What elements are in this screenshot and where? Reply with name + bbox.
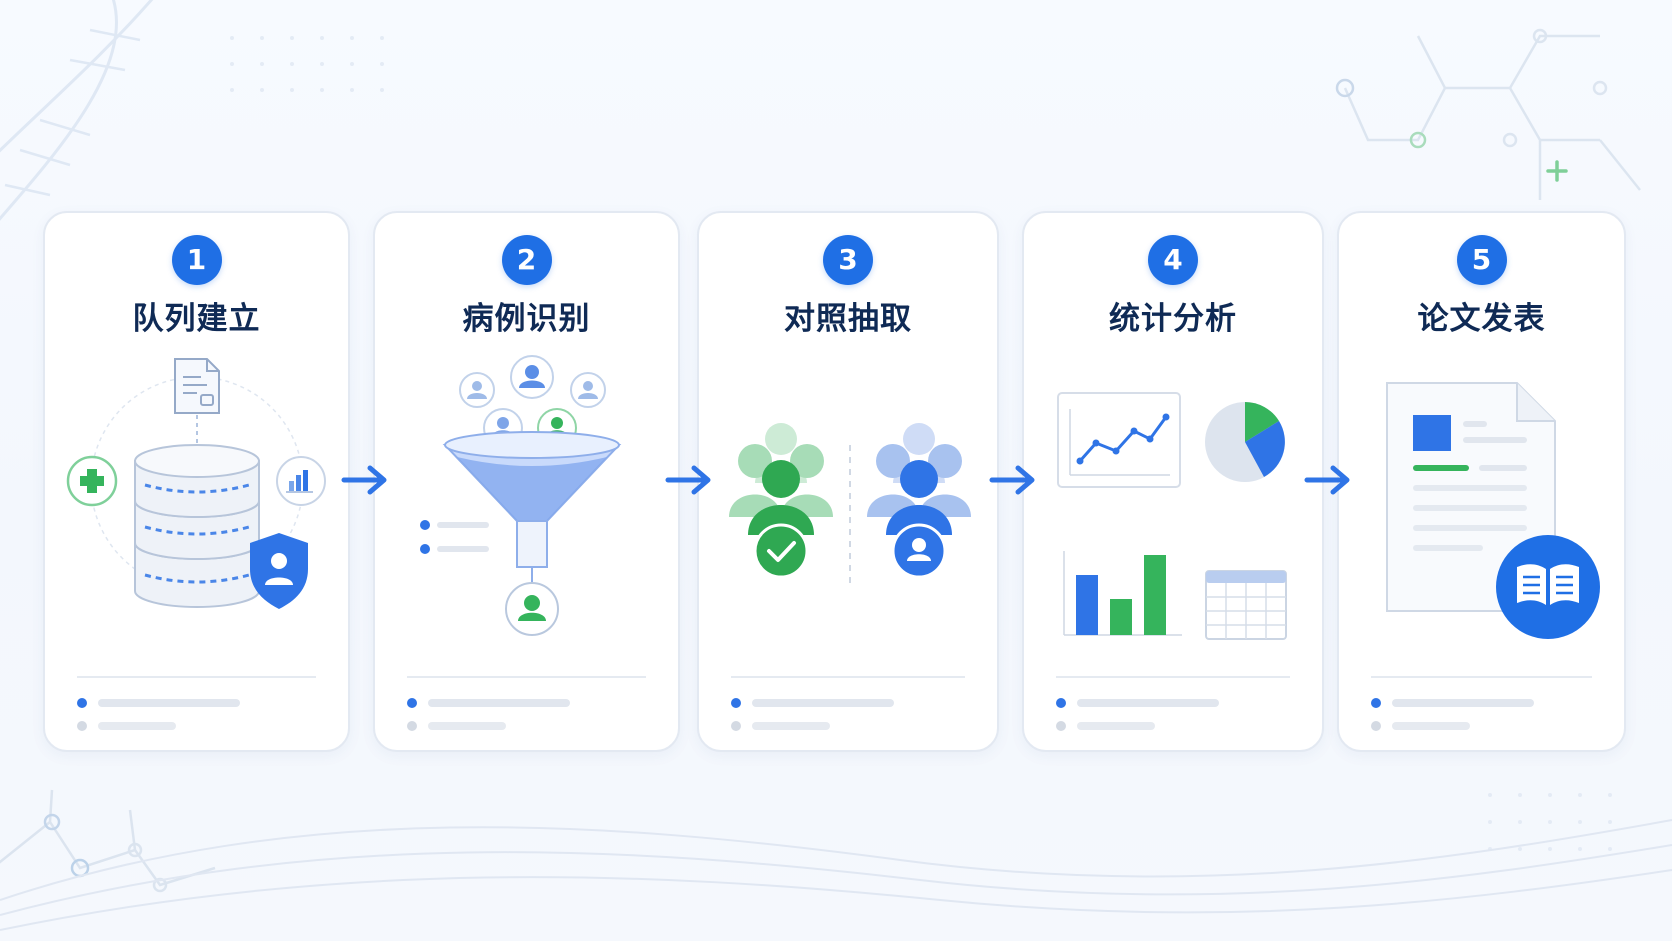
pie-chart-icon xyxy=(1205,402,1285,482)
card-divider xyxy=(731,676,965,678)
step-number-badge: 3 xyxy=(823,235,873,285)
line-chart-icon xyxy=(1057,392,1181,488)
step-number-badge: 1 xyxy=(171,235,222,285)
card-divider xyxy=(407,676,646,678)
step-card-control-sampling: 3 对照抽取 xyxy=(697,211,999,752)
publication-illustration xyxy=(1386,382,1600,639)
step-title: 病例识别 xyxy=(462,301,591,337)
book-icon xyxy=(1496,535,1600,639)
user-icon xyxy=(459,372,495,408)
step-number-badge: 5 xyxy=(1456,235,1507,285)
user-icon xyxy=(891,523,947,579)
statistical-analysis-illustration xyxy=(1057,392,1287,640)
funnel-icon xyxy=(442,431,622,568)
case-group-icon xyxy=(729,423,833,535)
dna-helix-decoration xyxy=(0,0,154,221)
control-group-icon xyxy=(867,423,971,535)
step-title: 对照抽取 xyxy=(784,301,912,337)
wave-decoration xyxy=(0,819,1672,931)
step-title: 统计分析 xyxy=(1109,301,1237,337)
shield-user-icon xyxy=(250,533,308,609)
dot-grid-decoration xyxy=(230,36,1612,851)
check-icon xyxy=(753,523,809,579)
plus-decoration xyxy=(1546,160,1568,182)
case-identification-illustration xyxy=(420,355,622,636)
document-icon xyxy=(174,358,220,414)
bar-chart-icon xyxy=(276,456,326,506)
database-icon xyxy=(134,444,260,608)
card-divider xyxy=(1056,676,1290,678)
table-icon xyxy=(1205,570,1287,640)
step-card-publication: 5 论文发表 xyxy=(1337,211,1626,752)
step-title: 论文发表 xyxy=(1417,301,1546,337)
arrow-right-icon xyxy=(989,465,1035,495)
medical-cross-icon xyxy=(66,455,118,507)
selected-user-icon xyxy=(505,582,559,636)
bar-chart-icon xyxy=(1063,551,1182,636)
molecule-decoration xyxy=(1335,28,1641,200)
arrow-right-icon xyxy=(665,465,711,495)
step-card-case-identification: 2 病例识别 xyxy=(373,211,680,752)
step-card-cohort: 1 队列建立 xyxy=(43,211,350,752)
step-card-statistical-analysis: 4 统计分析 xyxy=(1022,211,1324,752)
arrow-right-icon xyxy=(1304,465,1350,495)
card-divider xyxy=(77,676,316,678)
step-number-badge: 4 xyxy=(1148,235,1198,285)
arrow-right-icon xyxy=(341,465,387,495)
step-title: 队列建立 xyxy=(132,301,261,337)
control-sampling-illustration xyxy=(729,423,971,583)
cohort-illustration xyxy=(66,358,326,609)
user-icon xyxy=(510,355,554,399)
user-icon xyxy=(570,372,606,408)
card-divider xyxy=(1371,676,1592,678)
step-number-badge: 2 xyxy=(501,235,552,285)
